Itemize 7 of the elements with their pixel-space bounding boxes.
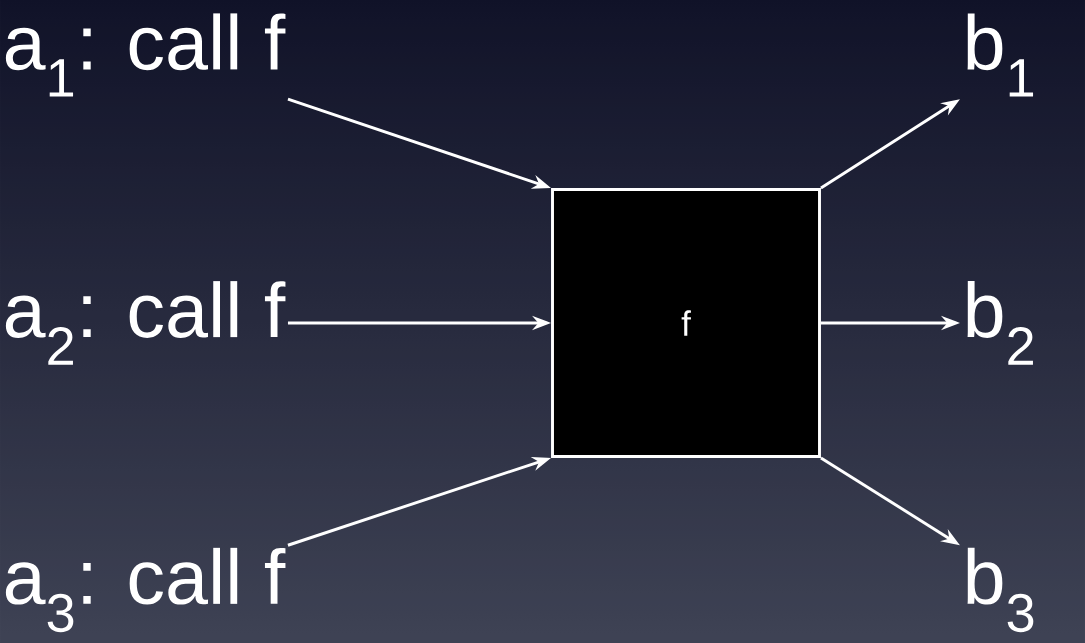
text-label: b$_{2}$	[967, 281, 1033, 365]
text-label: b$_{1}$	[967, 13, 1034, 97]
text-label: a$_{3}$: call f	[5, 547, 286, 633]
function-box: f	[551, 188, 821, 458]
text-label: b$_{3}$	[967, 547, 1034, 633]
text-label: a$_{1}$: call f	[5, 13, 286, 97]
text-label: a$_{2}$: call f	[5, 281, 286, 365]
